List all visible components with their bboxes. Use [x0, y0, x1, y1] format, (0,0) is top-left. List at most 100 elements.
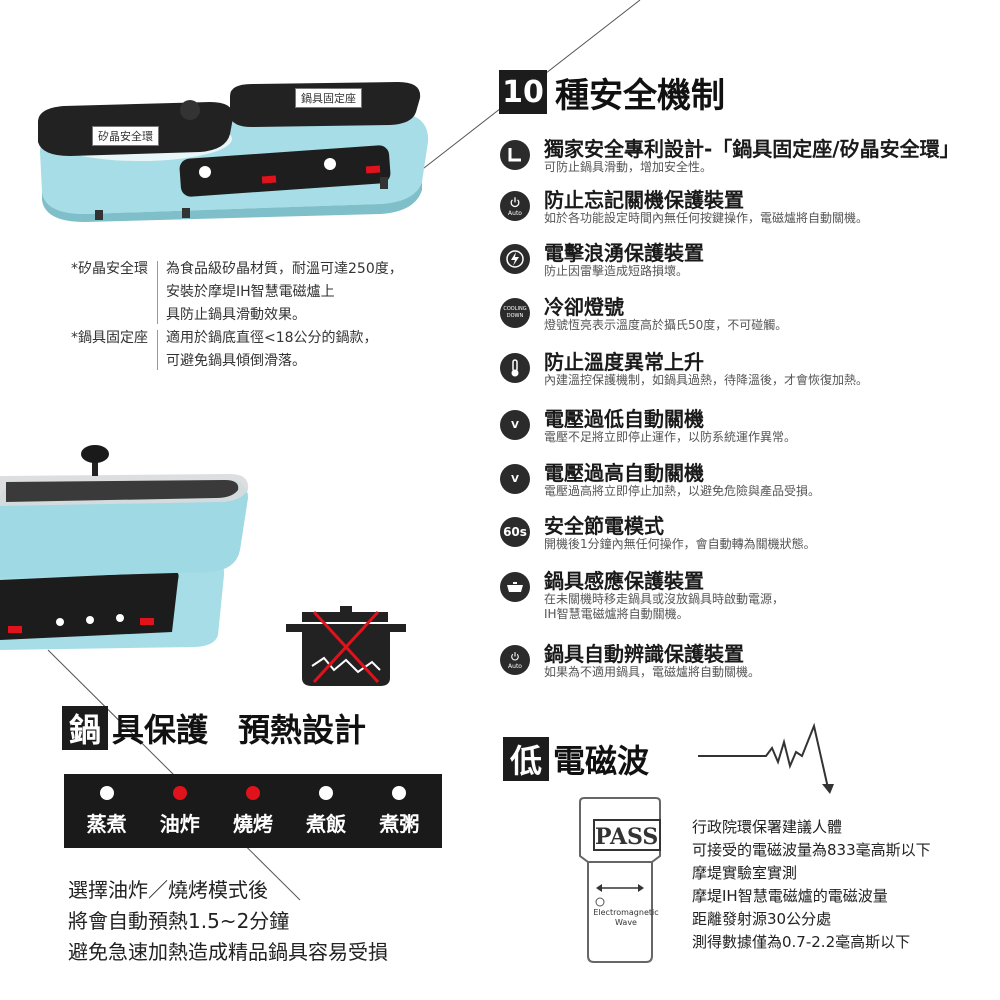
feature-item: V 電壓過高自動關機 電壓過高將立即停止加熱，以避免危險與產品受損。	[500, 462, 990, 499]
emf-title-text: 電磁波	[553, 742, 650, 780]
feature-item: Auto 防止忘記關機保護裝置 如於各功能設定時間內無任何按鍵操作，電磁爐將自動…	[500, 189, 990, 226]
icon-caption: Auto	[508, 209, 522, 217]
feature-item: 獨家安全專利設計-「鍋具固定座/矽晶安全環」 可防止鍋具滑動，增加安全性。	[500, 138, 990, 175]
emf-line: 摩堤實驗室實測	[692, 864, 798, 882]
cooling-icon: COOLING DOWN	[500, 298, 530, 328]
feature-title: 電壓過高自動關機	[544, 461, 704, 485]
mode-label: 燒烤	[232, 811, 273, 836]
feature-title: 電擊浪湧保護裝置	[544, 241, 704, 265]
icon-caption: V	[511, 473, 519, 485]
feature-title: 獨家安全專利設計-「鍋具固定座/矽晶安全環」	[544, 137, 960, 161]
feature-item: 電擊浪湧保護裝置 防止因雷擊造成短路損壞。	[500, 242, 990, 279]
spec-key: *矽晶安全環	[71, 261, 148, 277]
preheat-title: 鍋 具保護 預熱設計	[62, 706, 366, 750]
emf-badge: 低	[503, 737, 549, 781]
low-voltage-icon: V	[500, 410, 530, 440]
icon-caption: V	[511, 419, 519, 431]
spec-divider	[157, 330, 158, 370]
icon-caption: COOLING DOWN	[503, 306, 527, 319]
feature-item: COOLING DOWN 冷卻燈號 燈號恆亮表示溫度高於攝氏50度，不可碰觸。	[500, 296, 990, 333]
thermometer-icon	[500, 353, 530, 383]
non-slip-icon	[500, 140, 530, 170]
emf-description: 行政院環保署建議人體 可接受的電磁波量為833毫高斯以下 摩堤實驗室實測 摩堤I…	[692, 816, 931, 954]
feature-title: 安全節電模式	[544, 514, 664, 538]
spec-line: 安裝於摩堤IH智慧電磁爐上	[166, 284, 335, 300]
emf-line: 行政院環保署建議人體	[692, 818, 843, 836]
feature-title: 鍋具感應保護裝置	[544, 569, 704, 593]
cooking-mode-bar: 蒸煮 油炸 燒烤 煮飯 煮粥	[64, 774, 442, 848]
feature-desc: 內建溫控保護機制，如鍋具過熱，待降溫後，才會恢復加熱。	[544, 373, 869, 387]
mode-label: 蒸煮	[86, 811, 127, 836]
safety-title-text: 種安全機制	[555, 75, 725, 116]
mode-rice: 煮飯	[306, 785, 347, 837]
feature-item: 60s 安全節電模式 開機後1分鐘內無任何操作，會自動轉為關機狀態。	[500, 515, 990, 552]
emf-card-text: Electromagnetic Wave	[586, 908, 666, 928]
feature-desc: 燈號恆亮表示溫度高於攝氏50度，不可碰觸。	[544, 318, 788, 332]
mode-fry: 油炸	[159, 785, 200, 837]
high-voltage-icon: V	[500, 464, 530, 494]
emf-line: 距離發射源30公分處	[692, 910, 832, 928]
feature-item: 鍋具感應保護裝置 在未關機時移走鍋具或沒放鍋具時啟動電源， IH智慧電磁爐將自動…	[500, 570, 990, 622]
emf-line: 測得數據僅為0.7-2.2毫高斯以下	[692, 933, 911, 951]
pot-holder-label: 鍋具固定座	[295, 88, 362, 108]
safety-title: 10 種安全機制	[499, 70, 725, 116]
pass-label: PASS	[595, 824, 659, 850]
mode-grill: 燒烤	[232, 785, 273, 837]
surge-icon	[500, 244, 530, 274]
mode-label: 煮飯	[306, 811, 347, 836]
feature-title: 防止溫度異常上升	[544, 350, 704, 374]
preheat-line: 將會自動預熱1.5~2分鐘	[68, 909, 290, 933]
timer-60s-icon: 60s	[500, 517, 530, 547]
mode-indicator	[245, 785, 260, 800]
feature-desc: 在未關機時移走鍋具或沒放鍋具時啟動電源，	[544, 592, 785, 606]
mode-label: 煮粥	[379, 811, 420, 836]
feature-item: 防止溫度異常上升 內建溫控保護機制，如鍋具過熱，待降溫後，才會恢復加熱。	[500, 351, 990, 388]
preheat-line: 避免急速加熱造成精品鍋具容易受損	[68, 940, 388, 964]
icon-caption: Auto	[508, 662, 522, 670]
icon-caption: 60s	[503, 525, 527, 539]
mode-indicator	[319, 785, 334, 800]
feature-desc: 如於各功能設定時間內無任何按鍵操作，電磁爐將自動關機。	[544, 211, 869, 225]
feature-title: 電壓過低自動關機	[544, 407, 704, 431]
feature-desc: 防止因雷擊造成短路損壞。	[544, 264, 689, 278]
wave-arrow-icon	[698, 722, 834, 794]
spec-value: 適用於鍋底直徑<18公分的鍋款， 可避免鍋具傾倒滑落。	[166, 327, 466, 373]
pass-card-image	[579, 797, 661, 963]
feature-item: Auto 鍋具自動辨識保護裝置 如果為不適用鍋具，電磁爐將自動關機。	[500, 643, 990, 680]
crossed-pot-icon	[286, 606, 406, 686]
feature-title: 冷卻燈號	[544, 295, 624, 319]
emf-title: 低 電磁波	[503, 737, 649, 781]
feature-desc: 如果為不適用鍋具，電磁爐將自動關機。	[544, 665, 761, 679]
mode-steam: 蒸煮	[86, 785, 127, 837]
card-line: Electromagnetic	[593, 908, 659, 917]
card-line: Wave	[615, 918, 637, 927]
spec-key: *鍋具固定座	[71, 330, 148, 346]
preheat-badge: 鍋	[62, 706, 108, 750]
crystal-ring-label: 矽晶安全環	[92, 126, 159, 146]
pot-sensing-icon	[500, 572, 530, 602]
mode-indicator	[99, 785, 114, 800]
feature-item: V 電壓過低自動關機 電壓不足將立即停止運作，以防系統運作異常。	[500, 408, 990, 445]
mode-label: 油炸	[159, 811, 200, 836]
feature-title: 防止忘記關機保護裝置	[544, 188, 744, 212]
stove-with-pot-image	[0, 445, 249, 650]
spec-notes: *矽晶安全環 為食品級矽晶材質，耐溫可達250度， 安裝於摩堤IH智慧電磁爐上 …	[48, 258, 466, 373]
preheat-title-text-2: 預熱設計	[238, 711, 367, 749]
mode-porridge: 煮粥	[379, 785, 420, 837]
preheat-description: 選擇油炸／燒烤模式後 將會自動預熱1.5~2分鐘 避免急速加熱造成精品鍋具容易受…	[68, 875, 388, 968]
spec-line: 適用於鍋底直徑<18公分的鍋款，	[166, 330, 378, 346]
emf-line: 可接受的電磁波量為833毫高斯以下	[692, 841, 931, 859]
auto-detect-icon: Auto	[500, 645, 530, 675]
safety-badge: 10	[499, 70, 547, 114]
emf-line: 摩堤IH智慧電磁爐的電磁波量	[692, 887, 888, 905]
mode-indicator	[392, 785, 407, 800]
spec-line: 為食品級矽晶材質，耐溫可達250度，	[166, 261, 403, 277]
spec-line: 可避免鍋具傾倒滑落。	[166, 353, 306, 369]
feature-desc: 電壓不足將立即停止運作，以防系統運作異常。	[544, 430, 797, 444]
preheat-title-text: 具保護	[112, 711, 209, 749]
mode-indicator	[172, 785, 187, 800]
auto-power-icon: Auto	[500, 191, 530, 221]
spec-value: 為食品級矽晶材質，耐溫可達250度， 安裝於摩堤IH智慧電磁爐上 具防止鍋具滑動…	[166, 258, 466, 327]
dual-stove-image	[38, 82, 429, 222]
preheat-line: 選擇油炸／燒烤模式後	[68, 878, 268, 902]
